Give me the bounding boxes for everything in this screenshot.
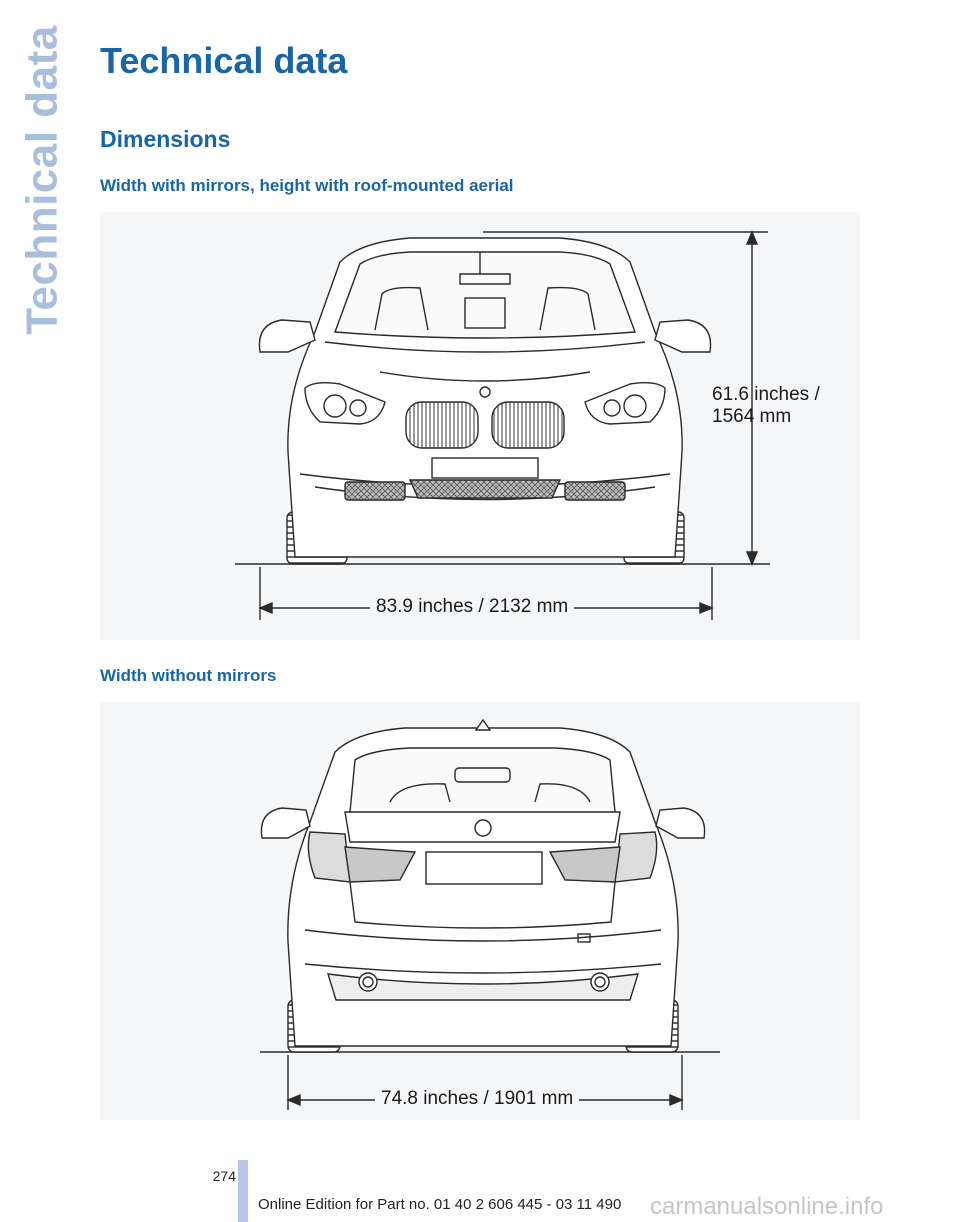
- front-view-figure: 61.6 inches / 1564 mm 83.9 inches / 2132…: [100, 212, 860, 640]
- figure2-caption: Width without mirrors: [100, 666, 277, 685]
- front-view-drawing: [235, 230, 770, 620]
- section-title: Dimensions: [100, 126, 231, 152]
- page-title: Technical data: [100, 40, 348, 81]
- edition-footer: Online Edition for Part no. 01 40 2 606 …: [258, 1196, 622, 1213]
- height-label-line2: 1564 mm: [712, 406, 792, 427]
- height-label-line1: 61.6 inches /: [712, 384, 820, 405]
- height-dimension-label: 61.6 inches / 1564 mm: [706, 384, 826, 428]
- width-without-mirrors-label: 74.8 inches / 1901 mm: [375, 1088, 580, 1110]
- watermark: carmanualsonline.info: [650, 1193, 884, 1220]
- width-with-mirrors-label: 83.9 inches / 2132 mm: [370, 596, 575, 618]
- page-number: 274: [212, 1168, 236, 1184]
- side-section-tab-label: Technical data: [18, 25, 67, 335]
- figure1-caption: Width with mirrors, height with roof-mou…: [100, 176, 514, 195]
- rear-view-drawing: [260, 718, 720, 1110]
- side-section-tab: Technical data: [18, 25, 68, 334]
- rear-view-figure: 74.8 inches / 1901 mm: [100, 702, 860, 1120]
- footer-bar: [238, 1160, 248, 1222]
